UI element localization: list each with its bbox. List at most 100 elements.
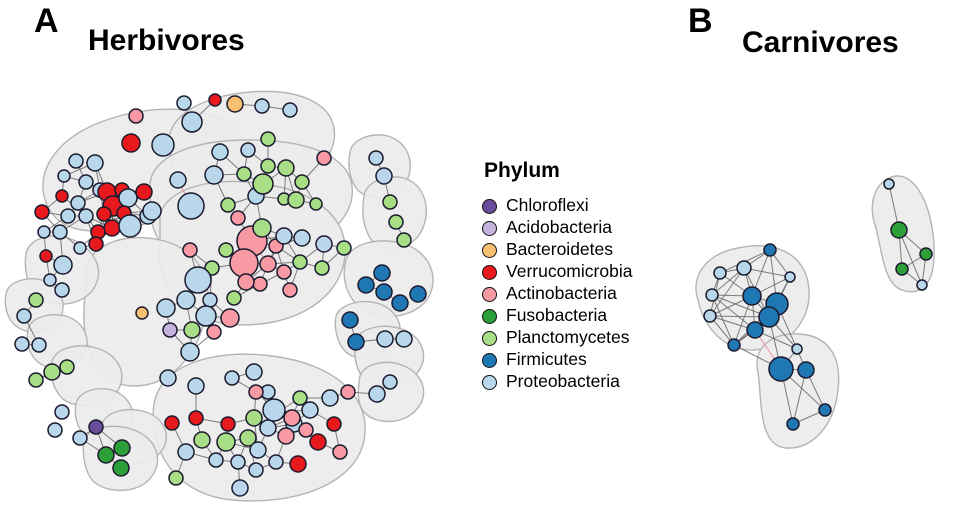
network-node xyxy=(204,165,224,185)
network-node xyxy=(259,255,277,273)
network-node xyxy=(57,169,71,183)
network-node xyxy=(252,218,272,238)
network-node xyxy=(275,227,293,245)
network-node xyxy=(47,422,63,438)
network-node xyxy=(208,93,222,107)
legend-item-label: Firmicutes xyxy=(506,349,587,370)
network-node xyxy=(43,273,57,287)
legend-swatch-icon xyxy=(482,374,497,390)
legend-item-label: Fusobacteria xyxy=(506,305,608,326)
network-node xyxy=(88,419,104,435)
network-node xyxy=(240,142,256,158)
network-node xyxy=(103,219,121,237)
network-node xyxy=(187,377,205,395)
network-node xyxy=(298,422,314,438)
network-node xyxy=(375,167,393,185)
network-node xyxy=(193,431,211,449)
network-node xyxy=(768,356,794,382)
network-node xyxy=(177,192,205,220)
network-node xyxy=(231,479,249,497)
network-node xyxy=(262,398,286,422)
network-node xyxy=(786,417,800,431)
network-node xyxy=(916,279,928,291)
network-node xyxy=(797,361,815,379)
legend-swatch-icon xyxy=(482,286,497,302)
network-node xyxy=(220,197,236,213)
network-node xyxy=(176,290,196,310)
legend-item: Proteobacteria xyxy=(482,371,632,393)
edge-positive xyxy=(711,294,756,331)
legend-swatch-icon xyxy=(482,330,497,346)
network-node xyxy=(347,333,365,351)
network-node xyxy=(895,262,909,276)
network-node xyxy=(177,443,195,461)
legend-title: Phylum xyxy=(484,159,560,182)
edge-positive xyxy=(898,229,923,286)
network-node xyxy=(226,290,242,306)
edge-positive xyxy=(743,267,791,278)
network-node xyxy=(309,197,323,211)
network-node xyxy=(14,336,30,352)
network-node xyxy=(315,235,333,253)
network-node xyxy=(121,133,141,153)
network-node xyxy=(211,143,229,161)
network-node xyxy=(249,441,267,459)
network-node xyxy=(314,260,330,276)
network-node xyxy=(54,282,70,298)
network-node xyxy=(180,342,200,362)
network-node xyxy=(164,415,180,431)
network-node xyxy=(176,95,192,111)
module-hull xyxy=(357,361,425,423)
network-node xyxy=(216,432,236,452)
network-node xyxy=(39,249,53,263)
legend-swatch-icon xyxy=(482,352,497,368)
network-node xyxy=(259,419,277,437)
panel-a-letter: A xyxy=(34,2,59,40)
network-node xyxy=(746,321,764,339)
network-node xyxy=(168,470,184,486)
network-node xyxy=(254,98,270,114)
legend-item-label: Verrucomicrobia xyxy=(506,261,633,282)
network-node xyxy=(226,95,244,113)
network-node xyxy=(287,191,305,209)
network-node xyxy=(268,454,284,470)
node-group-a xyxy=(14,93,427,497)
network-node xyxy=(156,298,176,318)
network-node xyxy=(391,294,409,312)
network-node xyxy=(195,305,217,327)
network-node xyxy=(237,273,255,291)
network-node xyxy=(220,416,236,432)
network-node xyxy=(316,150,332,166)
panel-a-title: Herbivores xyxy=(88,24,245,57)
network-node xyxy=(382,374,398,390)
network-node xyxy=(301,401,319,419)
network-node xyxy=(276,264,292,280)
network-node xyxy=(28,292,44,308)
network-node xyxy=(368,385,386,403)
network-node xyxy=(188,410,204,426)
network-node xyxy=(252,173,274,195)
network-node xyxy=(282,102,298,118)
network-node xyxy=(890,221,908,239)
network-node xyxy=(292,390,308,406)
legend-item-label: Bacteroidetes xyxy=(506,239,614,260)
network-node xyxy=(208,452,224,468)
network-node xyxy=(73,241,87,255)
network-node xyxy=(236,166,252,182)
network-node xyxy=(283,409,301,427)
network-node xyxy=(326,416,342,432)
legend-item: Chloroflexi xyxy=(482,195,632,217)
network-node xyxy=(230,210,246,226)
network-node xyxy=(336,240,352,256)
network-node xyxy=(736,260,752,276)
legend-item: Verrucomicrobia xyxy=(482,261,632,283)
network-node xyxy=(260,131,276,147)
network-node xyxy=(181,111,203,133)
network-node xyxy=(97,446,115,464)
network-node xyxy=(332,444,348,460)
network-node xyxy=(230,454,246,470)
legend-swatch-icon xyxy=(482,242,497,258)
network-node xyxy=(791,343,803,355)
network-node xyxy=(396,232,412,248)
